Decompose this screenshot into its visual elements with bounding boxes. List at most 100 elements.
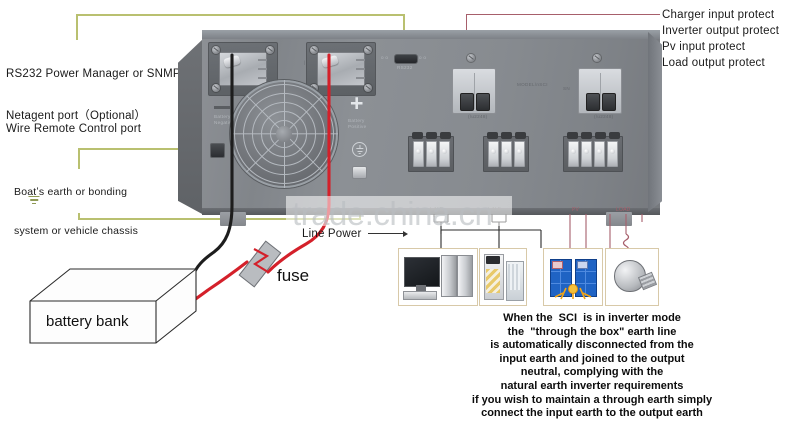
terminal-stub-mid: [258, 67, 268, 70]
terminal-pin-E: [439, 141, 450, 167]
caption-line-2: the "through the box" earth line: [507, 325, 677, 338]
pv-grid-h1: [576, 271, 596, 272]
appliance-card-solar-panels: [543, 248, 603, 306]
leader-charger-horizontal: [466, 14, 660, 16]
label-load-output-protect: Load output protect: [662, 57, 765, 69]
leader-rs232-vertical-left: [76, 14, 78, 40]
label-boat-earth-line1: Boatʼs earth or bonding: [14, 186, 128, 198]
chassis-earth-stud: [352, 166, 367, 179]
sun-burst-icon: [554, 284, 592, 300]
battery-bank: battery bank: [28, 265, 198, 350]
cover-screw-br: [364, 84, 372, 92]
leader-wire-remote-horizontal: [78, 148, 212, 150]
device-foot-left: [220, 212, 246, 226]
fan-hub: [276, 126, 292, 142]
terminal-wire-2: [426, 132, 437, 139]
terminal-stub-upper: [356, 58, 366, 61]
battery-bank-label: battery bank: [46, 313, 129, 330]
terminal-wire-1: [567, 132, 578, 139]
breaker-switch-charger-input[interactable]: [460, 92, 474, 111]
terminal-strip-ac-output[interactable]: [483, 132, 529, 172]
earth-mode-caption: When the SCI is in inverter mode the "th…: [392, 312, 792, 421]
breaker-assembly-charger-inverter[interactable]: [452, 68, 496, 114]
wire-remote-control-port[interactable]: [210, 143, 225, 158]
label-boat-earth-line2: system or vehicle chassis: [14, 225, 139, 237]
terminal-pin-N: [501, 141, 512, 167]
pv-grid-v1: [585, 260, 586, 296]
line-power-arrow-shaft: [368, 233, 404, 235]
label-rs232-line1: RS232 Power Manager or SNMP: [6, 68, 181, 80]
breaker-b-bottom-marking: (\u2248): [594, 114, 614, 119]
terminal-wire-3: [440, 132, 451, 139]
caption-line-3: is automatically disconnected from the: [490, 339, 694, 352]
terminal-stub-lower: [258, 77, 268, 80]
circuit-label-load: LOAD: [616, 207, 631, 213]
rs232-port-left-marking: o o: [381, 55, 389, 60]
breaker-switch-load-output[interactable]: [602, 92, 616, 111]
breaker-a-screw: [467, 54, 475, 62]
inverter-unit: o o o o RS232 Battery Negative + Battery…: [178, 30, 662, 226]
breaker-divider: [474, 73, 475, 109]
label-inverter-output-protect: Inverter output protect: [662, 25, 780, 37]
watermark-band: [286, 196, 512, 226]
monitor-stand: [416, 285, 426, 291]
terminal-wire-3: [595, 132, 606, 139]
device-top-edge: [202, 30, 660, 39]
pv-grid-h2: [551, 283, 571, 284]
cooling-fan: [230, 80, 338, 188]
terminal-stub-upper: [258, 58, 268, 61]
ac-unit-vent: [486, 269, 500, 293]
terminal-strip-pv-load[interactable]: [563, 132, 623, 172]
label-fuse: fuse: [277, 266, 310, 285]
line-power-arrow-head: [403, 230, 408, 237]
terminal-pin-E: [514, 141, 525, 167]
breaker-switch-pv-input[interactable]: [586, 92, 600, 111]
rs232-port-label: RS232: [397, 65, 413, 70]
leader-boat-earth-vertical: [78, 213, 80, 219]
watermark-text: trade.china.cn: [292, 195, 493, 232]
pv-grid-h1: [551, 271, 571, 272]
ac-unit-display: [486, 256, 500, 264]
breaker-assembly-pv-load[interactable]: [578, 68, 622, 114]
battery-positive-terminal-cover: [306, 42, 376, 96]
panel-model-marking-1: MODEL\nSCI: [517, 82, 548, 87]
terminal-pin-L: [413, 141, 424, 167]
caption-line-4: input earth and joined to the output: [499, 352, 685, 365]
breaker-switch-inverter-output[interactable]: [476, 92, 490, 111]
terminal-pin-pv-neg: [581, 141, 592, 167]
battery-positive-silkscreen: Battery Positive: [348, 118, 367, 129]
appliance-card-air-conditioner: [479, 248, 527, 306]
device-left-side-panel: [178, 38, 204, 215]
pv-bus: [569, 214, 587, 248]
battery-bank-shape: [29, 268, 197, 344]
pv-grid-h2: [576, 283, 596, 284]
battery-positive-plus-icon: +: [350, 90, 364, 116]
rs232-port[interactable]: [394, 54, 418, 64]
pc-tower-1: [441, 255, 457, 297]
caption-line-7: if you wish to maintain a through earth …: [471, 393, 713, 406]
terminal-pin-load-2: [607, 141, 618, 167]
terminal-stub-mid: [356, 67, 366, 70]
terminal-pin-load-1: [594, 141, 605, 167]
fuse-assembly: [238, 240, 289, 288]
pv-terminal-red: [552, 261, 563, 269]
terminal-pin-pv-pos: [568, 141, 579, 167]
label-charger-input-protect: Charger input protect: [662, 9, 775, 21]
terminal-wire-2: [581, 132, 592, 139]
label-boat-earth: Boatʼs earth or bonding system or vehicl…: [14, 160, 138, 264]
circuit-label-pv: PV: [572, 207, 580, 213]
cover-screw-tl: [212, 46, 220, 54]
pv-grid-v1: [560, 260, 561, 296]
label-pv-input-protect: Pv input protect: [662, 41, 746, 53]
breaker-divider: [600, 73, 601, 109]
leader-rs232-horizontal-top: [76, 14, 405, 16]
cover-screw-bl: [212, 84, 220, 92]
caption-line-6: natural earth inverter requirements: [500, 379, 684, 392]
panel-model-marking-2: SN: [563, 86, 570, 91]
terminal-strip-ac-input[interactable]: [408, 132, 454, 172]
terminal-wire-1: [412, 132, 423, 139]
keyboard: [403, 291, 437, 300]
breaker-a-bottom-marking: (\u2248): [468, 114, 488, 119]
rs232-port-right-marking: o o: [419, 55, 427, 60]
